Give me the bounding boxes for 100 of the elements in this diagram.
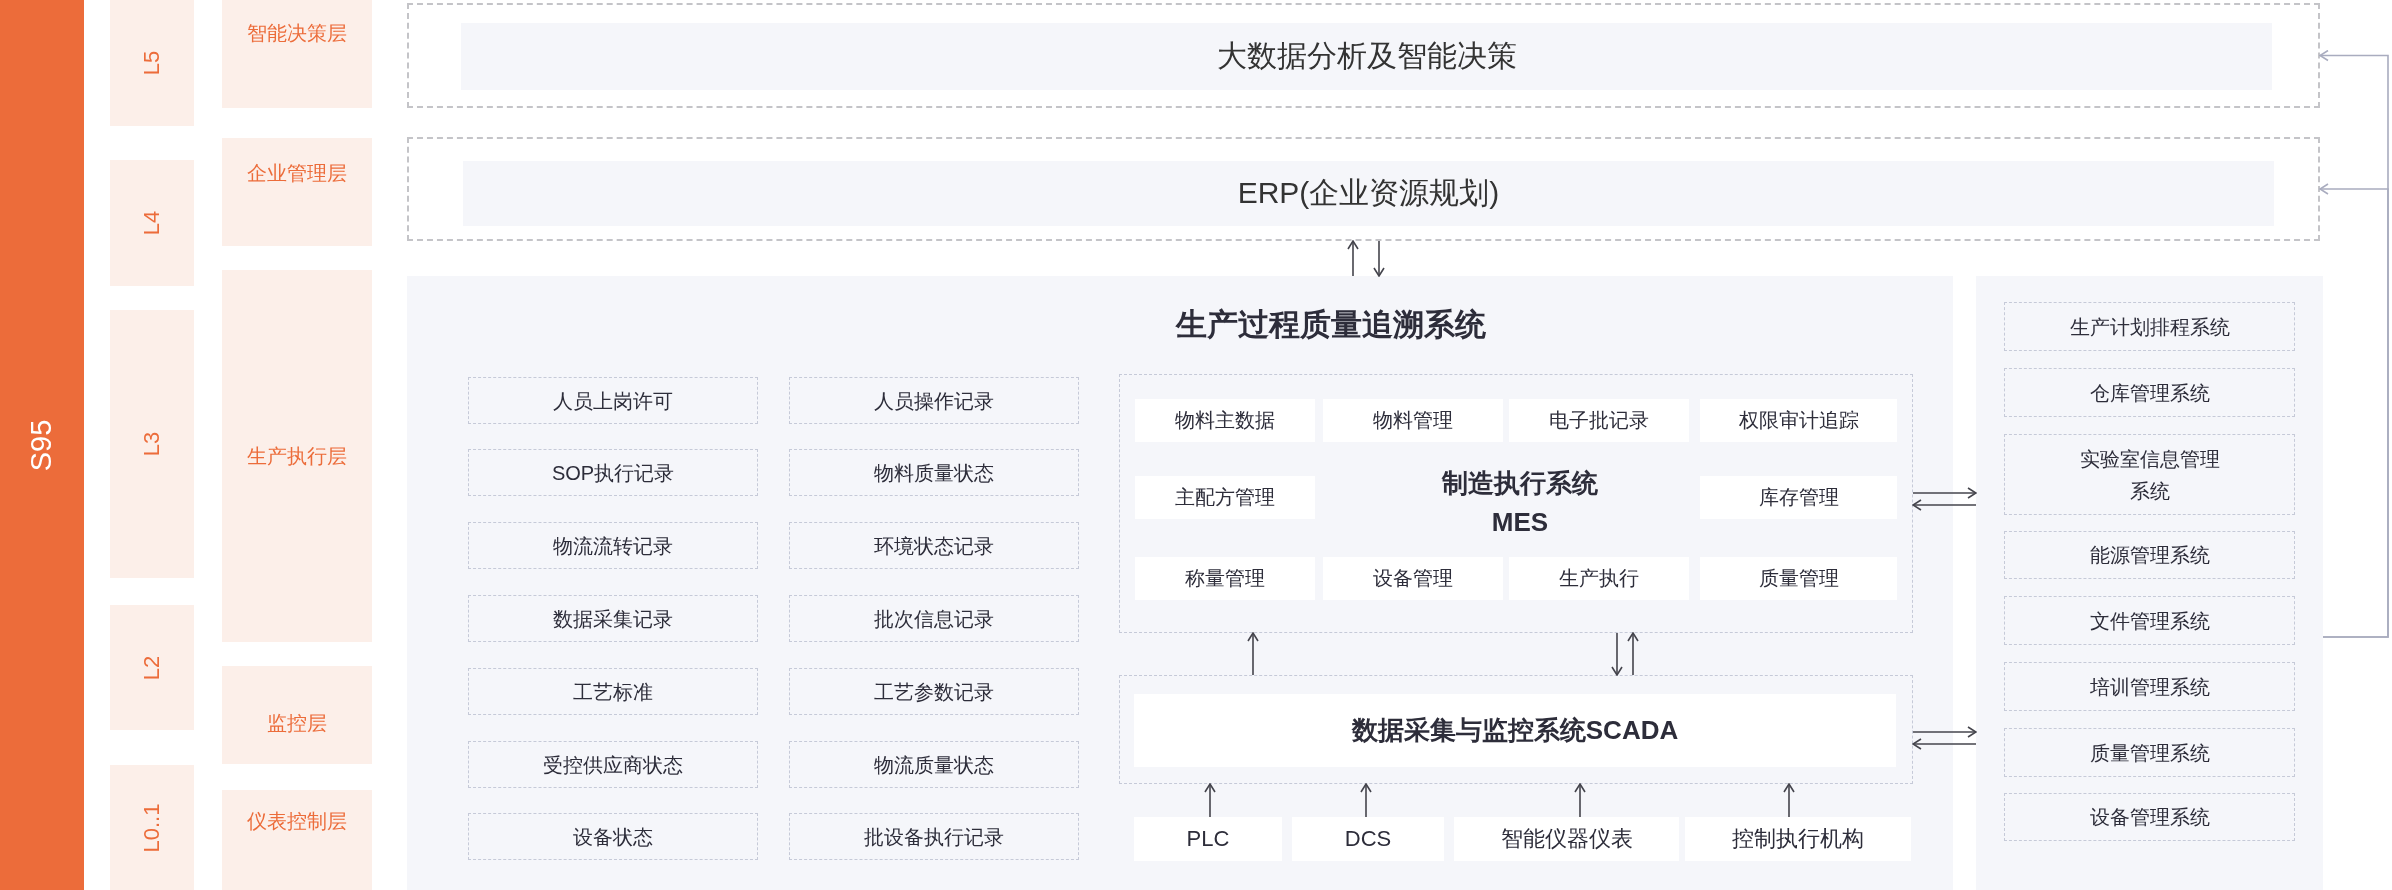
record-label: 物流质量状态 [874,752,994,778]
record-item [468,595,758,642]
system-name: 生产计划排程系统 [2069,314,2230,340]
system-item [2004,793,2295,841]
layer-frame [407,137,2320,241]
module-label: 电子批记录 [1549,408,1649,433]
device-tile [1454,817,1679,861]
level-label: L3 [139,431,165,457]
module-label: 物料管理 [1373,408,1453,433]
system-title: 制造执行系统 [1442,467,1598,500]
level-label: L2 [139,655,165,680]
system-group [1119,675,1913,784]
record-label: 人员操作记录 [874,388,994,414]
system-item [2004,596,2295,645]
integration-panel [1976,276,2323,890]
device-tile [1685,817,1911,861]
record-item [789,522,1079,569]
level-label: L4 [139,210,165,236]
arrow [1912,487,1977,499]
record-item [468,377,758,424]
system-title: ERP(企业资源规划) [1237,175,1500,211]
record-label: 工艺标准 [573,679,653,705]
device-label: 智能仪器仪表 [1500,825,1633,853]
system-name: 能源管理系统 [2089,543,2210,568]
arrow [1204,783,1216,818]
record-label: 受控供应商状态 [543,752,683,778]
record-label: SOP执行记录 [551,460,675,486]
system-name: 设备管理系统 [2089,805,2210,830]
arrow [1360,783,1372,818]
module-label: 设备管理 [1373,566,1453,591]
record-label: 批设备执行记录 [864,824,1004,850]
arrow [1627,632,1639,676]
module-label: 库存管理 [1758,485,1839,510]
system-name: 质量管理系统 [2089,740,2210,766]
system-title: 数据采集与监控系统SCADA [1351,714,1679,747]
record-label: 设备状态 [573,824,653,850]
record-label: 批次信息记录 [874,606,994,632]
record-label: 物流流转记录 [553,533,673,559]
record-item [789,377,1079,424]
device-tile [1134,817,1282,861]
record-item [468,668,758,715]
module-label: 生产执行 [1559,566,1639,591]
level-label: L0..1 [139,803,165,852]
record-item [789,668,1079,715]
record-item [789,449,1079,496]
record-item [789,813,1079,860]
arrow [1373,240,1385,277]
system-name: 文件管理系统 [2089,608,2210,634]
device-label: 控制执行机构 [1732,825,1864,853]
record-label: 人员上岗许可 [553,388,673,414]
module-label: 称量管理 [1185,566,1265,591]
arrow [1574,783,1586,818]
system-title: 大数据分析及智能决策 [1216,38,1517,74]
system-name: 实验室信息管理系统 [2078,446,2221,504]
record-label: 工艺参数记录 [874,679,994,705]
record-item [468,522,758,569]
module-label: 质量管理 [1758,566,1839,591]
system-item [2004,531,2295,579]
layer-name: 监控层 [267,711,327,736]
record-item [789,595,1079,642]
record-item [468,449,758,496]
layer-name: 仪表控制层 [247,809,347,834]
arrow [1611,632,1623,676]
record-label: 数据采集记录 [553,606,673,632]
module-label: 物料主数据 [1175,408,1275,433]
layer-name: 生产执行层 [247,443,347,469]
system-item [2004,302,2295,351]
device-tile [1292,817,1444,861]
arrow [1247,632,1259,676]
module-label: 主配方管理 [1175,485,1275,510]
system-name: 培训管理系统 [2089,674,2210,700]
system-item [2004,662,2295,711]
system-title: MES [1491,506,1549,539]
device-label: DCS [1344,826,1392,852]
system-group [1119,374,1913,633]
arrow [1912,726,1977,738]
layer-name: 智能决策层 [247,21,347,46]
standard-bar [0,0,84,890]
panel-title: 生产过程质量追溯系统 [1176,306,1486,344]
device-label: PLC [1186,826,1230,852]
arrow [1347,240,1359,277]
module-label: 权限审计追踪 [1738,408,1859,433]
system-item [2004,368,2295,417]
arrow [1912,738,1977,750]
layer-frame [407,3,2320,108]
layer-name: 企业管理层 [247,161,347,186]
record-label: 环境状态记录 [874,533,994,559]
system-name: 仓库管理系统 [2089,380,2210,406]
record-item [468,741,758,788]
system-item [2004,728,2295,777]
record-item [789,741,1079,788]
arrow [1783,783,1795,818]
standard-label: S95 [25,419,59,471]
system-item [2004,434,2295,515]
arrow [2319,183,2389,638]
arrow [1912,499,1977,511]
system-panel [407,276,1953,890]
record-label: 物料质量状态 [874,460,994,486]
record-item [468,813,758,860]
level-label: L5 [139,50,165,76]
